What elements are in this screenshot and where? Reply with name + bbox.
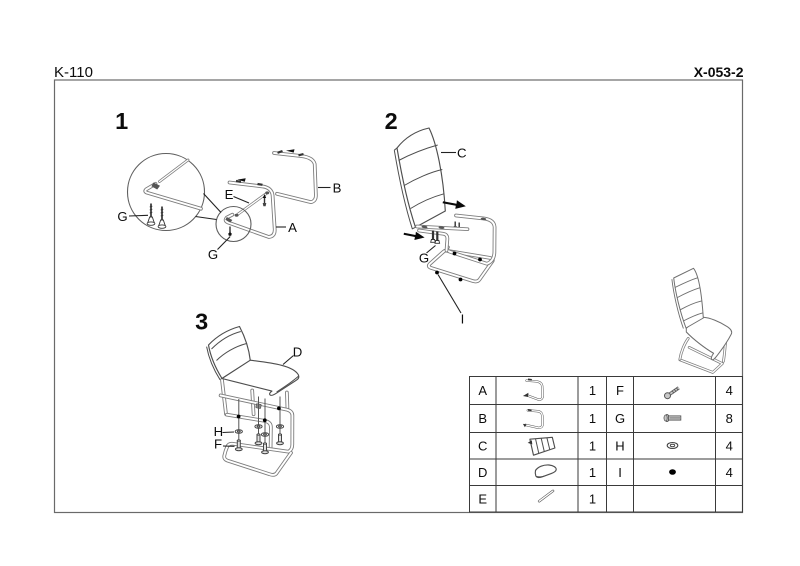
svg-text:H: H [214,424,224,439]
svg-text:G: G [419,250,429,265]
svg-text:F: F [214,436,222,451]
svg-text:1: 1 [589,411,596,426]
svg-text:4: 4 [726,465,733,480]
svg-text:C: C [478,438,487,453]
svg-text:F: F [616,383,624,398]
svg-text:3: 3 [195,309,208,335]
svg-text:H: H [615,438,624,453]
svg-text:1: 1 [589,465,596,480]
svg-text:B: B [478,411,487,426]
svg-text:1: 1 [589,491,596,506]
svg-text:1: 1 [589,438,596,453]
svg-text:2: 2 [385,108,398,134]
svg-text:D: D [478,465,487,480]
svg-text:G: G [208,247,218,262]
svg-text:I: I [461,312,465,327]
svg-text:B: B [333,180,342,195]
svg-text:K-110: K-110 [54,64,93,81]
svg-text:E: E [478,491,487,506]
svg-text:4: 4 [726,383,733,398]
svg-text:I: I [618,465,622,480]
svg-text:G: G [117,209,127,224]
svg-text:A: A [478,383,487,398]
svg-text:X-053-2: X-053-2 [694,64,744,80]
svg-text:A: A [288,220,297,235]
svg-text:1: 1 [589,383,596,398]
svg-text:C: C [457,146,467,161]
svg-text:1: 1 [115,108,128,134]
svg-text:D: D [293,345,303,360]
svg-text:G: G [615,411,625,426]
svg-text:E: E [225,187,234,202]
svg-text:8: 8 [726,411,733,426]
svg-text:4: 4 [726,438,733,453]
